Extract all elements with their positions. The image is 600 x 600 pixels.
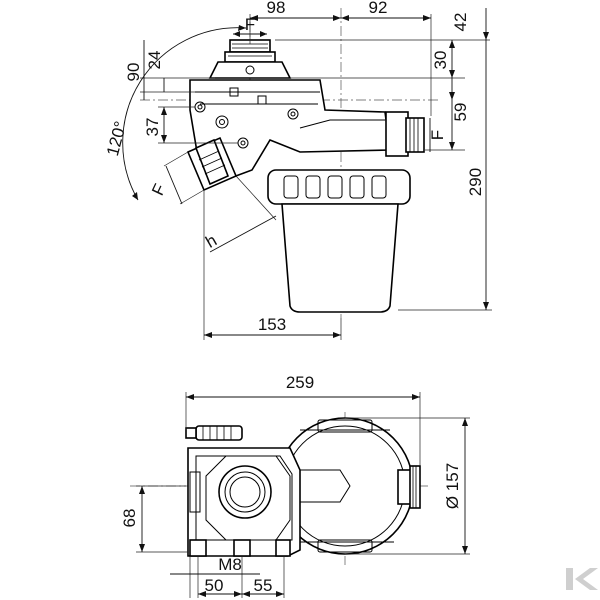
dimension-h: h bbox=[202, 175, 277, 253]
dim-label-F-left: F bbox=[148, 181, 170, 198]
dim-label-59: 59 bbox=[451, 103, 470, 122]
dim-label-55: 55 bbox=[254, 576, 273, 595]
dim-label-F-right: F bbox=[428, 130, 447, 140]
dim-label-259: 259 bbox=[286, 373, 314, 392]
dimension-diameter-157: Ø 157 bbox=[345, 417, 470, 555]
plan-outlet-fitting bbox=[397, 465, 421, 509]
top-inlet-fitting bbox=[208, 39, 292, 79]
dimension-259: 259 bbox=[185, 373, 421, 466]
filter-bowl bbox=[281, 203, 399, 313]
dimension-right-stack: 42 30 59 290 bbox=[275, 8, 492, 311]
brand-logo-watermark bbox=[566, 568, 598, 590]
dim-label-50: 50 bbox=[205, 576, 224, 595]
dimension-F-top: F bbox=[233, 15, 267, 37]
dim-label-37: 37 bbox=[143, 118, 162, 137]
dim-label-90: 90 bbox=[124, 63, 143, 82]
dim-label-120-degrees: 120° bbox=[103, 119, 130, 158]
angled-inlet-fitting bbox=[186, 136, 238, 192]
dim-label-24: 24 bbox=[145, 51, 164, 70]
dim-label-98: 98 bbox=[267, 0, 286, 17]
dimension-98-92: 98 92 bbox=[249, 0, 432, 116]
dimension-153: 153 bbox=[203, 190, 342, 340]
dim-label-F-top: F bbox=[245, 15, 255, 34]
dim-label-30: 30 bbox=[431, 51, 450, 70]
right-outlet-fitting bbox=[385, 111, 425, 157]
dim-label-68: 68 bbox=[120, 509, 139, 528]
dim-label-h: h bbox=[202, 231, 220, 252]
dim-label-290: 290 bbox=[466, 168, 485, 196]
plan-threaded-pipe bbox=[185, 425, 243, 441]
dimension-68: 68 bbox=[120, 485, 188, 553]
dim-label-diameter-157: Ø 157 bbox=[443, 463, 462, 509]
dimension-left-stack: 24 90 37 bbox=[124, 40, 238, 144]
dimension-F-right: F bbox=[428, 118, 447, 152]
dimension-bottom-spacing: M8 50 55 bbox=[170, 555, 285, 598]
plan-head-body bbox=[187, 447, 301, 557]
dim-label-42: 42 bbox=[451, 13, 470, 32]
bowl-lock-ring bbox=[267, 169, 411, 205]
plan-mounting-feet bbox=[189, 539, 291, 557]
dim-label-M8: M8 bbox=[218, 555, 242, 574]
plan-view: 259 Ø 157 68 M8 50 bbox=[120, 373, 470, 598]
dim-label-92: 92 bbox=[369, 0, 388, 17]
filter-head-body bbox=[189, 79, 391, 181]
side-elevation-view: 98 92 F 42 30 59 290 F bbox=[103, 0, 492, 340]
dim-label-153: 153 bbox=[258, 315, 286, 334]
